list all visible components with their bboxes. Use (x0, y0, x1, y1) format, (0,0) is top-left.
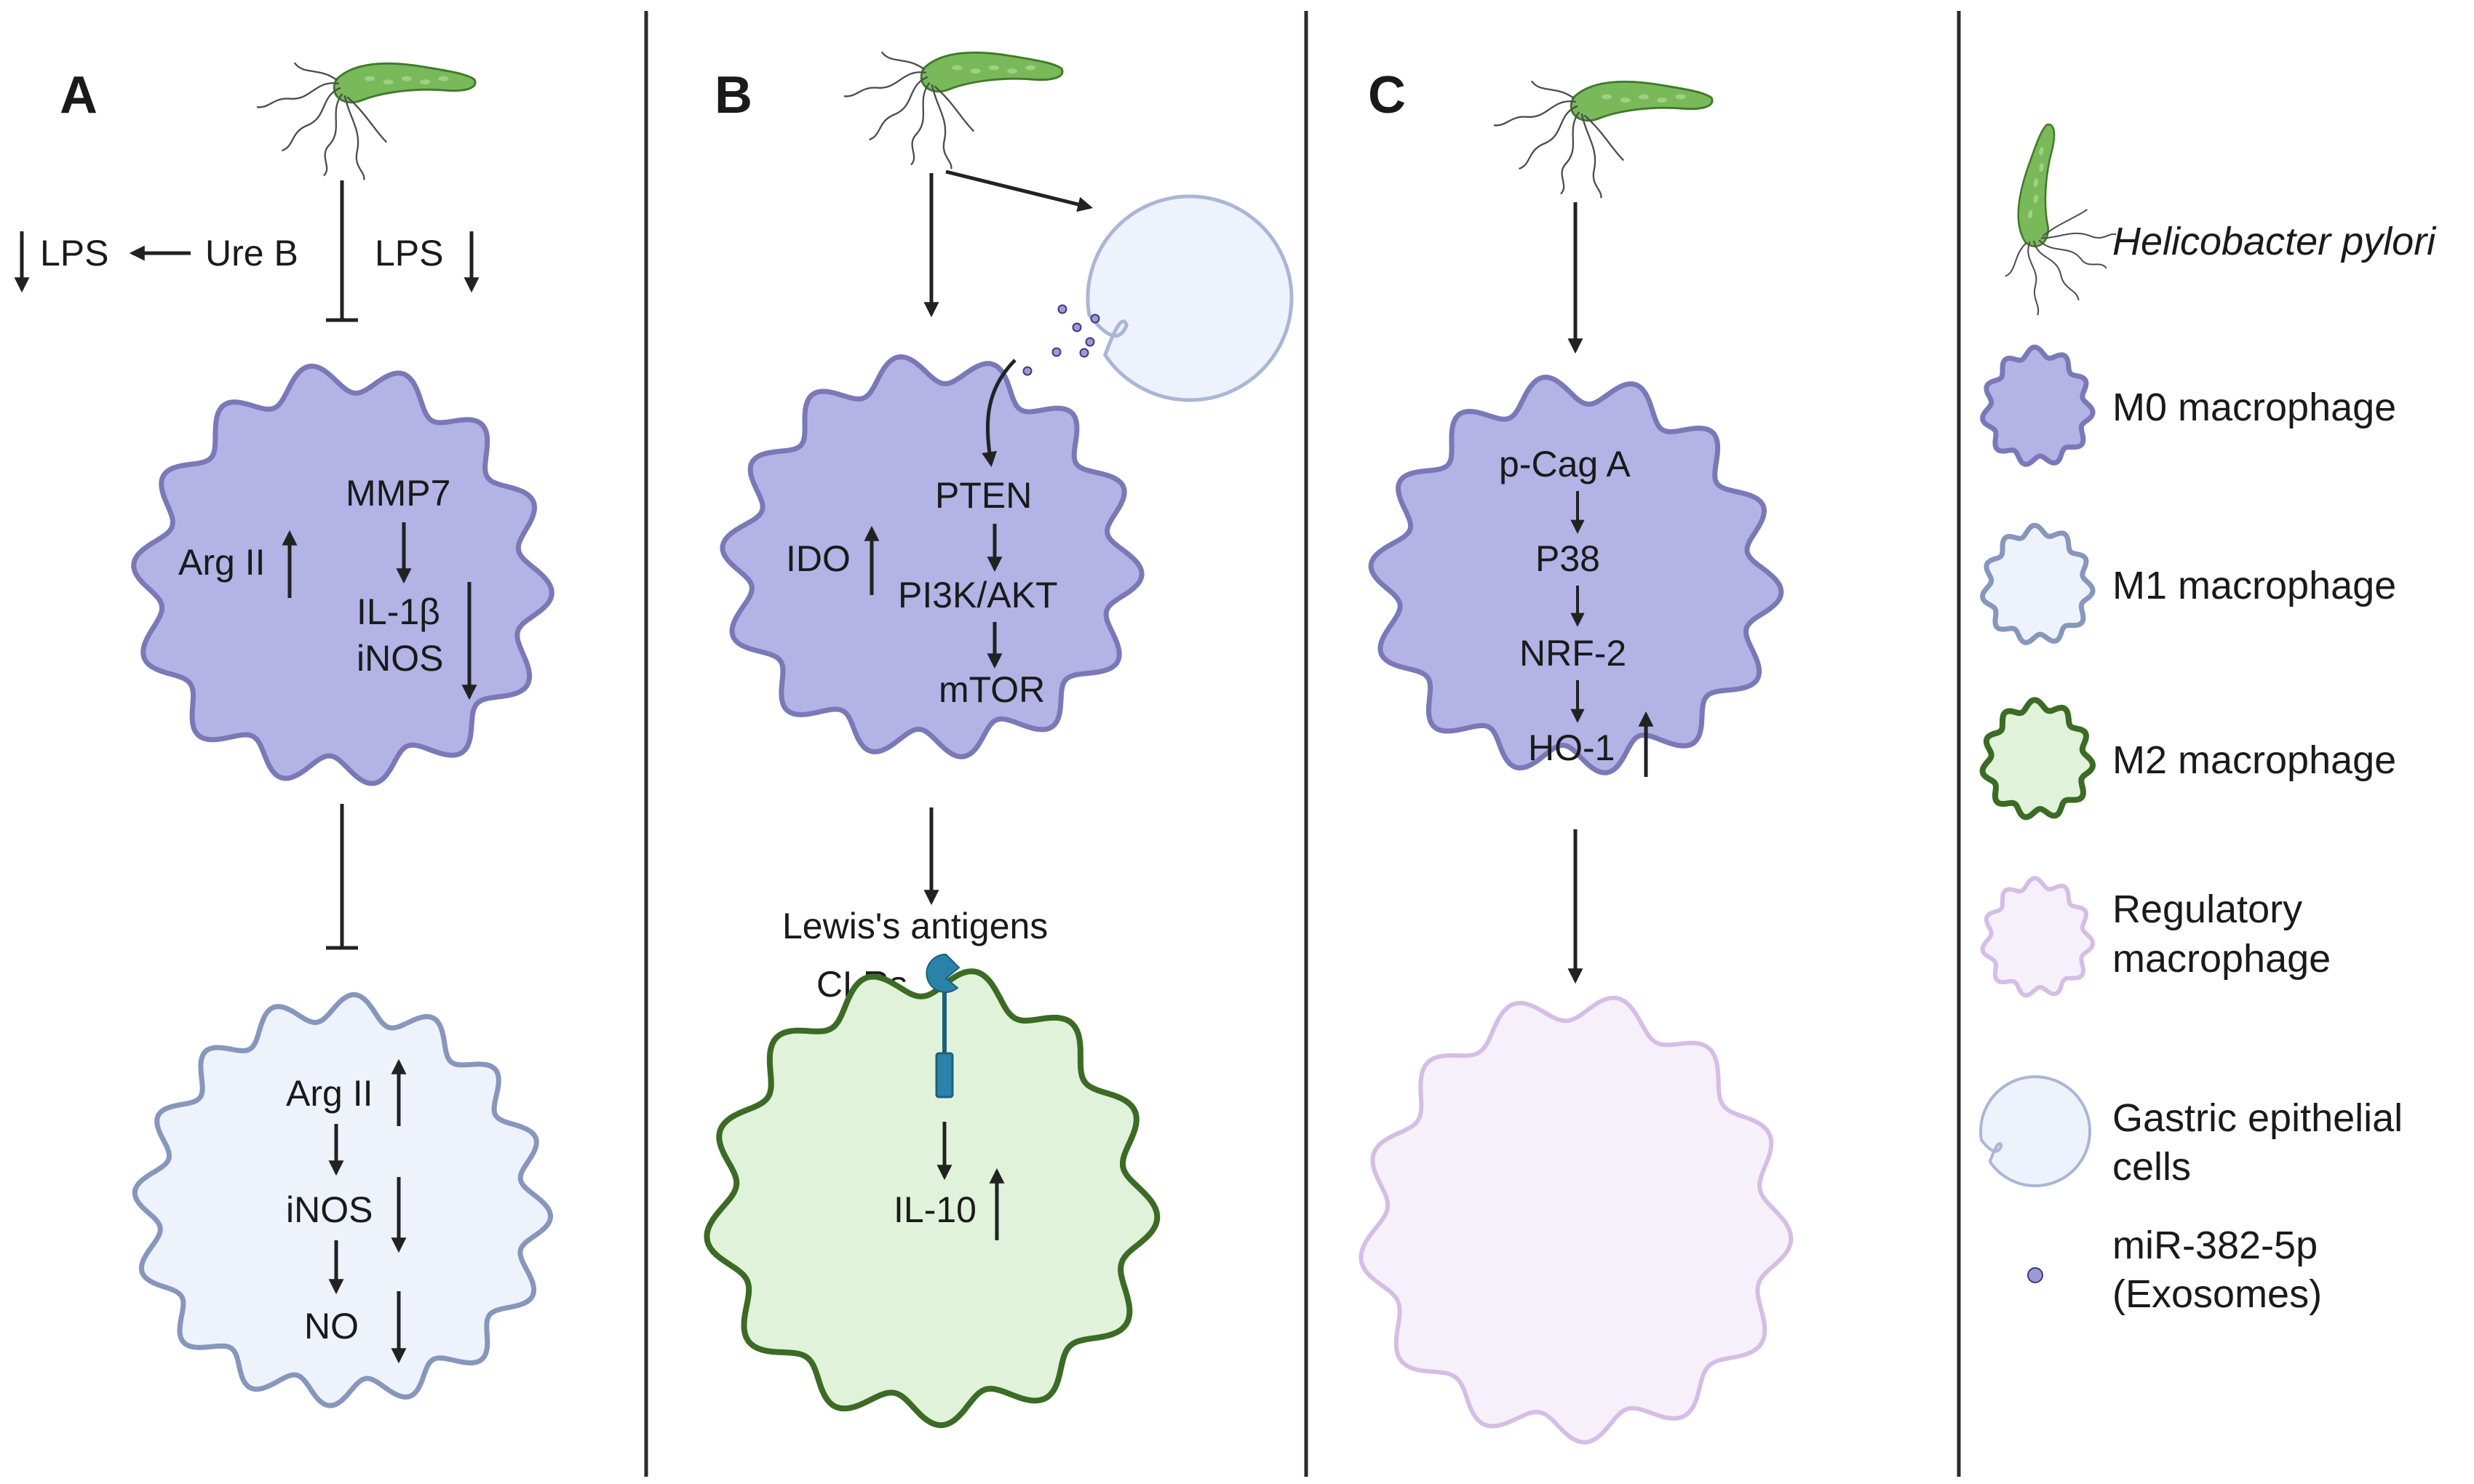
legend-label-gastric: Gastric epithelial (2112, 1096, 2403, 1140)
mtor-label: mTOR (939, 669, 1045, 710)
nrf2-label: NRF-2 (1519, 633, 1626, 674)
panel-letter-a: A (60, 66, 98, 124)
bacterium-icon (1493, 80, 1714, 199)
legend-bacterium-icon (2005, 123, 2117, 316)
exosome-icon (1057, 304, 1067, 314)
exosome-icon (1085, 337, 1095, 347)
legend-label-regulatory-2: macrophage (2112, 937, 2331, 981)
p38-label: P38 (1535, 538, 1600, 579)
panel-c: C p-Cag A P38 NRF-2 HO-1 (1359, 66, 1794, 1445)
legend-m0-icon (1980, 344, 2096, 467)
il10-label: IL-10 (894, 1189, 977, 1230)
legend: Helicobacter pylori M0 macrophage M1 mac… (1979, 123, 2437, 1316)
legend-label-regulatory: Regulatory (2112, 887, 2302, 931)
clr-receptor-icon (926, 953, 960, 1098)
arg-ii-label-m1: Arg II (286, 1073, 373, 1114)
legend-regulatory-icon (1980, 876, 2096, 998)
exosome-icon (1079, 348, 1089, 358)
inos-label-a-m0: iNOS (357, 638, 443, 679)
legend-label-mir-2: (Exosomes) (2112, 1272, 2322, 1316)
legend-gastric-icon (1979, 1075, 2091, 1188)
regulatory-macrophage-c (1359, 995, 1794, 1445)
m0-macrophage-a (131, 363, 554, 786)
exosome-icon (1051, 347, 1062, 357)
legend-label-m1: M1 macrophage (2112, 564, 2396, 607)
m1-macrophage-a (132, 992, 553, 1408)
inos-label-m1: iNOS (286, 1189, 373, 1230)
ido-label: IDO (786, 538, 851, 579)
gastric-epithelial-cell (1086, 194, 1294, 402)
bacterium-icon (256, 62, 477, 180)
legend-m2-icon (1979, 697, 2096, 821)
panel-b: B PTEN IDO PI3K/AKT mTOR Lewis's antigen… (704, 51, 1294, 1429)
legend-label-mir: miR-382-5p (2112, 1224, 2318, 1267)
legend-label-m0: M0 macrophage (2112, 386, 2396, 429)
ure-b-label: Ure B (205, 233, 298, 274)
legend-exosome-icon (2027, 1267, 2043, 1283)
legend-label-gastric-2: cells (2112, 1145, 2191, 1189)
panel-a: A LPS Ure B LPS Arg II MMP7 IL-1β iNOS A… (14, 62, 554, 1408)
pten-label: PTEN (935, 475, 1032, 516)
lps-left-label: LPS (40, 233, 109, 274)
exosome-dots (1022, 304, 1100, 376)
no-label: NO (304, 1306, 359, 1347)
exosome-icon (1022, 366, 1033, 376)
p-cag-a-label: p-Cag A (1499, 444, 1631, 484)
arg-ii-label: Arg II (178, 542, 265, 583)
m2-macrophage-b (704, 968, 1161, 1429)
m0-macrophage-b (720, 354, 1145, 759)
bacteria-to-gastric-arrow (945, 169, 1094, 212)
exosome-to-pten-arrow (982, 359, 1017, 468)
legend-m1-icon (1980, 522, 2096, 645)
exosome-icon (1072, 322, 1082, 332)
bacterium-icon (843, 51, 1064, 169)
legend-label-m2: M2 macrophage (2112, 738, 2396, 782)
lewis-antigens-label: Lewis's antigens (782, 906, 1048, 946)
panel-letter-c: C (1368, 66, 1406, 124)
ho1-label: HO-1 (1528, 727, 1615, 768)
exosome-icon (1090, 314, 1100, 324)
pi3k-akt-label: PI3K/AKT (898, 575, 1058, 615)
m0-macrophage-c (1368, 375, 1784, 775)
mmp7-label: MMP7 (346, 473, 450, 514)
legend-label-h-pylori: Helicobacter pylori (2112, 220, 2437, 263)
panel-letter-b: B (715, 66, 752, 124)
il1b-label: IL-1β (357, 591, 440, 632)
lps-right-label: LPS (375, 233, 444, 274)
